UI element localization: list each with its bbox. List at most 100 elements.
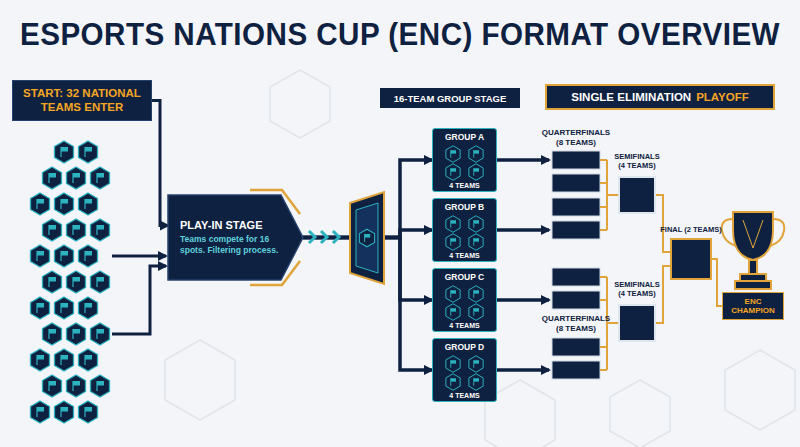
team-flag-hex	[67, 323, 86, 345]
bracket-line	[600, 277, 618, 370]
filter-gate	[350, 192, 384, 284]
chevron	[333, 231, 339, 243]
background-hexes	[165, 70, 795, 447]
trophy-base	[735, 281, 771, 289]
trophy-stem	[749, 260, 757, 274]
gate-hex	[359, 229, 374, 247]
group-arrow	[497, 298, 549, 302]
round-heading: SEMIFINALS (4 TEAMS)	[612, 152, 662, 171]
trophy-base	[740, 274, 766, 281]
bg-hex	[725, 350, 795, 430]
team-flag-hex	[79, 349, 98, 371]
team-flag-hex	[469, 164, 483, 181]
chevron	[309, 231, 315, 243]
flow-connector	[303, 160, 432, 238]
team-flag-hex	[31, 401, 50, 423]
team-count: 4 TEAMS	[449, 392, 479, 399]
team-count: 4 TEAMS	[449, 322, 479, 329]
team-flag-hex	[446, 356, 460, 373]
round-label: QUARTERFINALS (8 TEAMS)	[540, 128, 612, 147]
team-flag-hex	[469, 374, 483, 391]
team-flag-hex	[91, 271, 110, 293]
feed-line	[112, 266, 166, 334]
diagram-title: ESPORTS NATIONS CUP (ENC) FORMAT OVERVIE…	[20, 18, 780, 50]
team-flag-hex	[469, 234, 483, 251]
bracket-lines	[600, 160, 618, 370]
quarterfinal-slot	[552, 291, 600, 309]
flow-connector	[303, 238, 432, 301]
stage-description: Teams compete for 16 spots. Filtering pr…	[180, 234, 279, 255]
team-flag-hex	[43, 323, 62, 345]
group-exit-arrows	[497, 160, 549, 370]
team-flag-hex	[446, 304, 460, 321]
flow-connector	[152, 100, 168, 225]
group-box: GROUP C 4 TEAMS	[432, 268, 497, 332]
quarterfinal-slot	[552, 361, 600, 379]
team-flag-hex	[91, 375, 110, 397]
team-flag-hex	[67, 219, 86, 241]
arrow-outline-path	[168, 195, 303, 280]
trophy-handle	[722, 219, 736, 246]
group-arrow	[497, 368, 549, 372]
team-flag-hex	[55, 245, 74, 267]
flow-chevrons	[309, 231, 339, 243]
round-heading: SEMIFINALS (4 TEAMS)	[612, 280, 662, 299]
stage-title: 16-TEAM GROUP STAGE	[394, 93, 507, 104]
team-count: 4 TEAMS	[449, 252, 479, 259]
group-box: GROUP D4 TEAMS	[432, 338, 497, 402]
quarterfinal-slots	[552, 151, 600, 379]
team-flag-hex	[67, 167, 86, 189]
team-flag-hex	[55, 401, 74, 423]
round-heading: FINAL (2 TEAMS)	[656, 225, 726, 234]
team-flag-hex	[55, 141, 74, 163]
quarterfinal-slot	[552, 198, 600, 216]
team-flag-hex	[55, 193, 74, 215]
flow-connector	[656, 195, 670, 252]
trophy-handle	[770, 219, 784, 246]
group-arrow	[497, 158, 549, 162]
team-flag-hex	[91, 323, 110, 345]
team-flag-hex	[446, 146, 460, 163]
trophy	[722, 212, 785, 289]
group-name: GROUP C	[445, 272, 485, 282]
team-flag-hex	[446, 216, 460, 233]
team-flag-hex	[469, 356, 483, 373]
semifinal-box: SEMIFINALS (4 TEAMS)	[618, 176, 656, 214]
champion-label: ENC CHAMPION	[723, 297, 783, 315]
team-flag-hex	[469, 304, 483, 321]
trophy-facet	[743, 220, 763, 248]
team-flag-hex	[55, 297, 74, 319]
start-box: START: 32 NATIONAL TEAMS ENTER	[12, 80, 152, 121]
quarterfinal-slot	[552, 151, 600, 169]
team-flag-hex	[43, 167, 62, 189]
playoff-banner: SINGLE ELIMINATIONPLAYOFF	[545, 84, 775, 110]
team-flag-hex	[31, 297, 50, 319]
start-label: START: 32 NATIONAL TEAMS ENTER	[21, 86, 143, 115]
team-count: 4 TEAMS	[449, 182, 479, 189]
group-name: GROUP A	[445, 132, 484, 142]
bg-hex	[165, 340, 235, 420]
stage-header: 16-TEAM GROUP STAGE	[380, 88, 520, 108]
team-flag-hex	[67, 375, 86, 397]
team-flag-hex	[43, 271, 62, 293]
champion-plate: ENC CHAMPION	[722, 292, 784, 320]
gate-frame	[350, 192, 384, 284]
team-flag-hex	[79, 401, 98, 423]
banner-highlight: PLAYOFF	[696, 91, 749, 103]
chevron	[321, 231, 327, 243]
team-flag-hex	[79, 297, 98, 319]
team-flag-hex	[31, 245, 50, 267]
team-flag-hex	[446, 374, 460, 391]
quarterfinal-slot	[552, 338, 600, 356]
flow-connector	[656, 266, 670, 323]
team-flag-hex	[446, 234, 460, 251]
team-flag-hex	[31, 349, 50, 371]
semifinal-box: SEMIFINALS (4 TEAMS)	[618, 304, 656, 342]
cluster-feed-lines	[112, 256, 166, 334]
team-flag-hex	[91, 167, 110, 189]
team-flag-hex	[31, 193, 50, 215]
round-label: QUARTERFINALS (8 TEAMS)	[540, 314, 612, 333]
team-flag-hex	[55, 349, 74, 371]
